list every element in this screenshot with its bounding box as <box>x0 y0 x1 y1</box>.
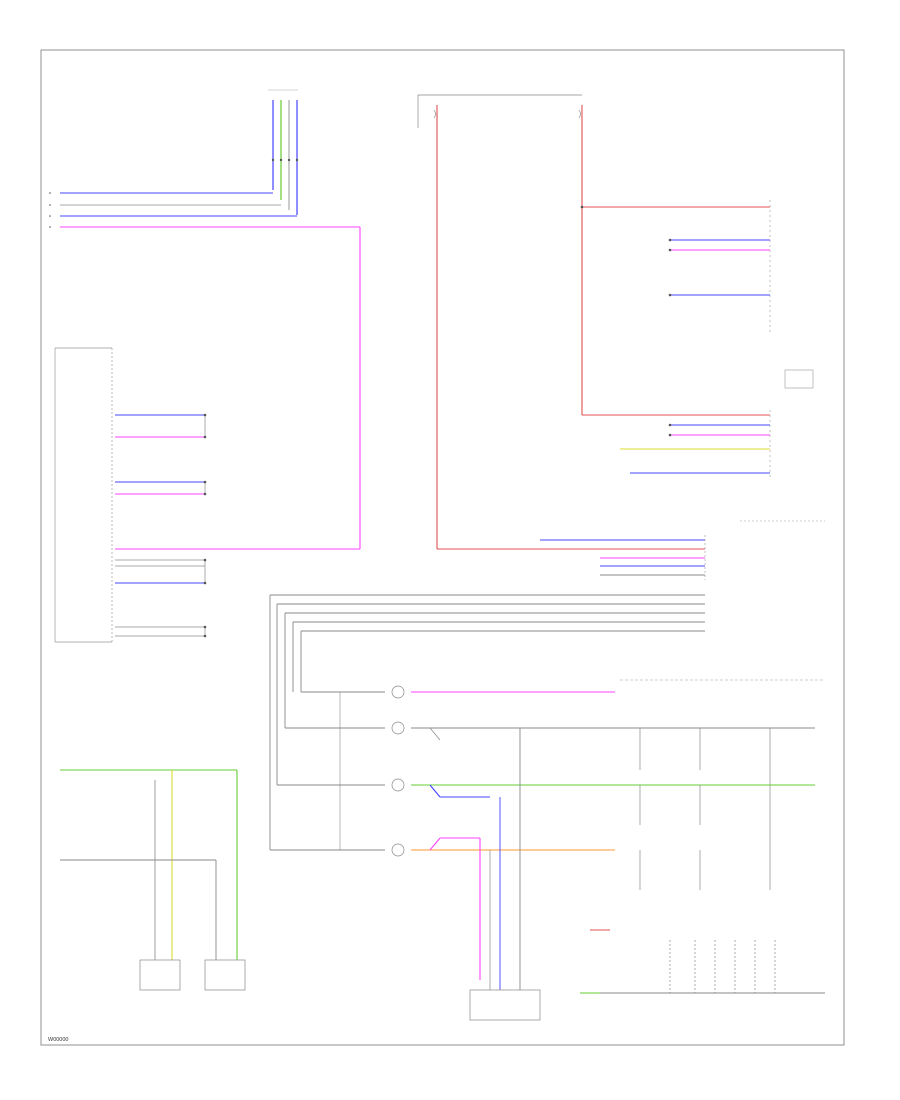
clockspring-connector <box>469 989 541 1021</box>
fuse-feed-left <box>417 94 705 550</box>
audio-control-module <box>54 347 113 643</box>
clockspring-harness <box>269 594 825 850</box>
top-left-connector <box>268 89 299 215</box>
diagram-ref: W00000 <box>48 1037 69 1043</box>
steering-switch-row-2 <box>285 721 815 890</box>
top-left-bus <box>49 192 361 549</box>
steering-switch-row-4 <box>270 837 701 980</box>
middle-right-module <box>620 369 814 480</box>
sensor-circuits <box>60 769 246 991</box>
steering-switch-row-3 <box>277 778 815 825</box>
steering-wheel-module-connector <box>540 520 825 580</box>
speaker-circuits <box>115 413 360 638</box>
diagram-border <box>40 49 845 1046</box>
upper-right-module-circuits <box>668 200 771 335</box>
fuse-feed-right <box>578 105 770 416</box>
steering-switch-row-1 <box>301 685 615 699</box>
switch-return-lines <box>339 692 521 990</box>
switch-matrix <box>580 929 825 994</box>
